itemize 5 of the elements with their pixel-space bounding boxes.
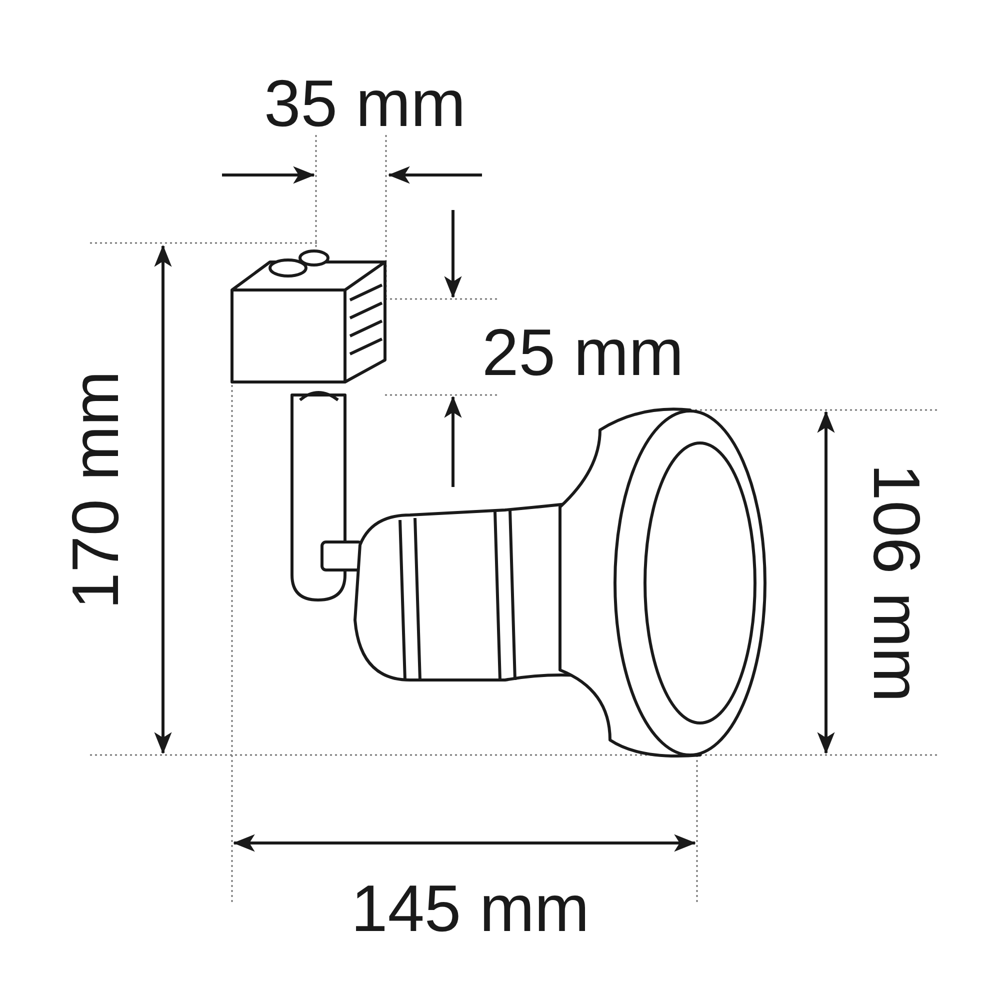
dimension-label: 25 mm (482, 319, 684, 385)
dimension-label: 106 mm (864, 464, 930, 702)
dimension-label: 35 mm (264, 70, 466, 136)
dimension-label: 170 mm (62, 370, 128, 610)
dimension-label: 145 mm (351, 875, 590, 941)
